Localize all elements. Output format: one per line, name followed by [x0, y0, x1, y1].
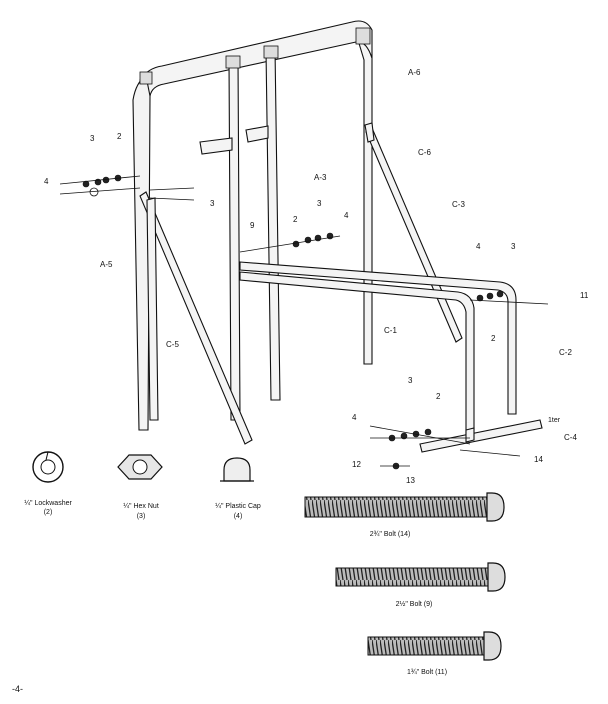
plastic-cap-label: ¼" Plastic Cap — [215, 503, 261, 510]
label-c1: C-1 — [384, 326, 397, 335]
bolt-14-label: 2¾" Bolt (14) — [370, 531, 411, 538]
callout-3-right: 3 — [511, 242, 516, 251]
callout-3-left: 3 — [90, 134, 95, 143]
callout-4-right: 4 — [476, 242, 481, 251]
label-a5: A-5 — [100, 260, 113, 269]
label-c5: C-5 — [166, 340, 179, 349]
label-c6: C-6 — [418, 148, 431, 157]
callout-14: 14 — [534, 455, 543, 464]
brace-c5 — [139, 191, 253, 445]
label-a6: A-6 — [408, 68, 421, 77]
callout-3-mid2: 3 — [317, 199, 322, 208]
hex-nut-qty: (3) — [137, 513, 146, 520]
callout-2-mid: 2 — [293, 215, 298, 224]
label-c4: C-4 — [564, 433, 577, 442]
lockwasher-qty: (2) — [44, 509, 53, 516]
callout-11: 11 — [580, 291, 589, 300]
callout-12: 12 — [352, 460, 361, 469]
callout-4-low: 4 — [352, 413, 357, 422]
hardware-cluster-low — [369, 425, 521, 470]
callout-13: 13 — [406, 476, 415, 485]
page-number: -4- — [12, 684, 23, 694]
frame-c1-c3 — [239, 261, 543, 453]
plastic-cap-qty: (4) — [234, 513, 243, 520]
bolt-9-label: 2½" Bolt (9) — [396, 600, 433, 608]
callout-3-mid: 3 — [210, 199, 215, 208]
frame-a6 — [132, 20, 373, 431]
bolt-11-label: 1¾" Bolt (11) — [407, 669, 447, 676]
callout-4-left: 4 — [44, 177, 49, 186]
bolt-9-icon — [335, 562, 506, 592]
hardware-cluster-mid — [239, 232, 341, 253]
callout-1ter: 1ter — [548, 417, 561, 424]
brace-c6 — [364, 122, 463, 343]
hex-nut-label: ¼" Hex Nut — [123, 503, 159, 510]
lockwasher-icon — [32, 451, 64, 483]
hardware-cluster-right — [469, 290, 549, 305]
callout-4-mid: 4 — [344, 211, 349, 220]
callout-2-low: 2 — [436, 392, 441, 401]
callout-3-low: 3 — [408, 376, 413, 385]
lockwasher-label: ¼" Lockwasher — [24, 500, 72, 507]
label-c3: C-3 — [452, 200, 465, 209]
hardware-cluster-left — [59, 174, 195, 201]
label-c2: C-2 — [559, 348, 572, 357]
callout-2-right: 2 — [491, 334, 496, 343]
callout-9-mid: 9 — [250, 221, 255, 230]
label-a3: A-3 — [314, 173, 327, 182]
callout-2-left: 2 — [117, 132, 122, 141]
bolt-11-icon — [367, 631, 502, 661]
plastic-cap-icon — [220, 457, 254, 482]
hex-nut-icon — [117, 454, 163, 480]
bolt-14-icon — [304, 492, 505, 522]
